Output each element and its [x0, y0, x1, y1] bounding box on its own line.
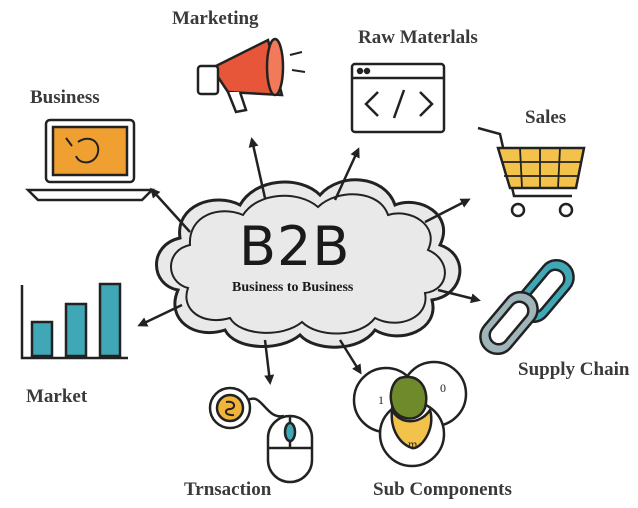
bar-chart-icon: [20, 282, 128, 360]
arrow-to-marketing: [248, 137, 267, 199]
code-window-icon: [350, 62, 446, 134]
label-marketing: Marketing: [172, 8, 259, 29]
svg-text:0: 0: [440, 381, 446, 395]
label-supply-chain: Supply Chain: [518, 359, 630, 380]
label-market: Market: [26, 386, 88, 407]
arrow-to-business: [149, 187, 191, 233]
arrow-to-sales: [424, 198, 471, 224]
label-sales: Sales: [525, 107, 567, 128]
arrow-to-transaction: [263, 339, 275, 385]
central-cloud: [155, 178, 462, 349]
label-raw-materials: Raw Materlals: [358, 27, 478, 48]
arrow-to-market: [137, 303, 183, 327]
coin-mouse-icon: [208, 386, 314, 484]
venn-diagram-icon: 1 0 m: [352, 360, 468, 468]
arrow-to-sub-components: [338, 339, 362, 375]
label-transaction: Trnsaction: [184, 479, 272, 500]
arrow-to-raw-materials: [333, 147, 360, 201]
shopping-cart-icon: [477, 126, 586, 218]
laptop-icon: [24, 118, 156, 202]
chain-link-icon: [479, 258, 575, 356]
label-business: Business: [30, 87, 100, 108]
svg-text:m: m: [408, 437, 418, 451]
label-sub-components: Sub Components: [373, 479, 512, 500]
megaphone-icon: [196, 37, 306, 114]
hub-subtitle: Business to Business: [232, 280, 354, 295]
arrow-to-supply-chain: [437, 288, 481, 304]
connector-arrows: [137, 137, 481, 385]
hub-title: B2B: [239, 215, 351, 278]
svg-text:1: 1: [378, 393, 384, 407]
